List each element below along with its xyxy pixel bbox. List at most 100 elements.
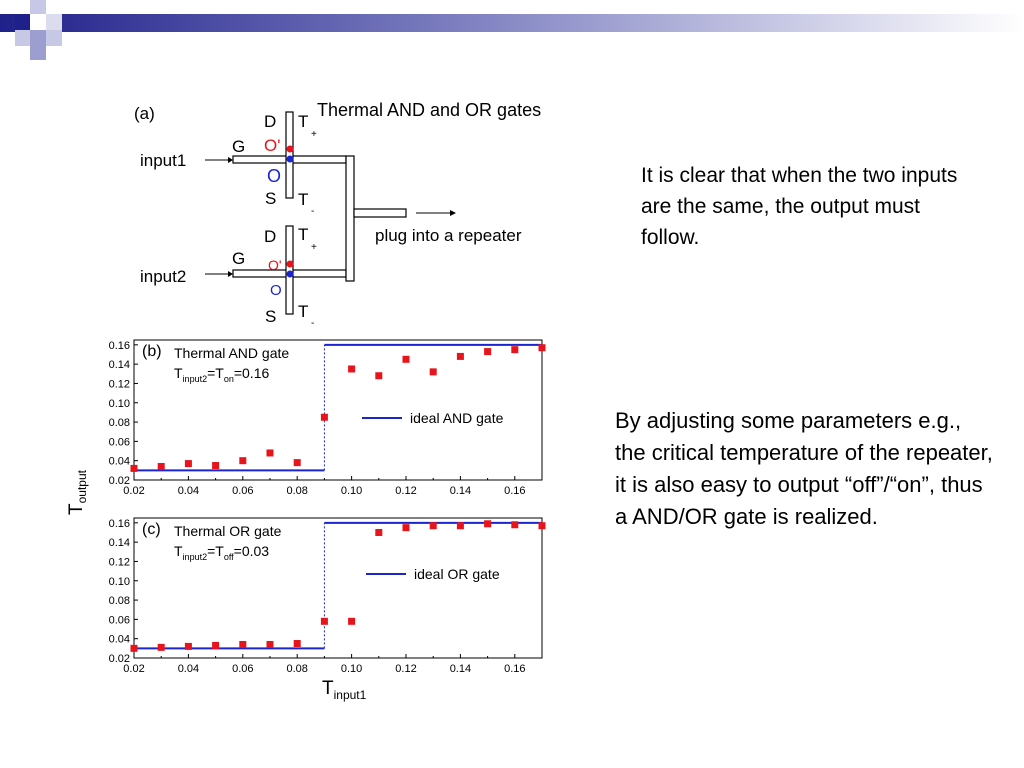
output-label: plug into a repeater [375, 226, 522, 245]
data-point [456, 522, 464, 530]
y-tick-label: 0.12 [109, 556, 130, 568]
gate-1: input1 G D O' O S T + T - [140, 111, 347, 217]
condition-label: Tinput2=Toff=0.03 [174, 543, 269, 562]
y-tick-label: 0.14 [109, 537, 130, 549]
plot-frame [133, 339, 543, 481]
data-point [538, 522, 546, 530]
charts-figure: 0.02 0.04 0.06 0.08 0.10 0.12 0.14 0.16 0.02 0.04… [66, 339, 546, 702]
y-axis-label: Toutput [66, 469, 89, 515]
data-point [130, 644, 138, 652]
gate-2-o-prime-dot [286, 260, 294, 268]
data-point [157, 462, 165, 470]
diagram-title: Thermal AND and OR gates [317, 100, 541, 120]
y-tick-label: 0.06 [109, 436, 130, 448]
gate-1-o-dot [286, 155, 294, 163]
x-tick-label: 0.04 [178, 663, 199, 675]
condition-label: Tinput2=Ton=0.16 [174, 365, 269, 384]
plot-frame [133, 517, 543, 659]
data-point [184, 642, 192, 650]
output-bar [353, 208, 407, 218]
data-point [511, 346, 519, 354]
gate-1-o-prime-dot [286, 145, 294, 153]
y-tick-label: 0.04 [109, 456, 130, 468]
chart-and-gate: 0.02 0.04 0.06 0.08 0.10 0.12 0.14 0.16 0.02 0.04… [109, 339, 546, 497]
gate-1-o-prime-label: O' [264, 136, 280, 155]
gate-1-s-label: S [265, 189, 276, 208]
gate-2-t-minus: T [298, 302, 308, 321]
data-point [266, 449, 274, 457]
gate-2-o-label: O [270, 282, 282, 299]
data-point [429, 368, 437, 376]
x-tick-label: 0.10 [341, 485, 362, 497]
gate-1-g-label: G [232, 137, 245, 156]
gate-2-g-label: G [232, 249, 245, 268]
gate-1-ds-bar [285, 111, 294, 199]
data-point [484, 520, 492, 528]
gate-2-s-label: S [265, 307, 276, 326]
gate-2-t-plus: T [298, 225, 308, 244]
gate-diagram: (a) Thermal AND and OR gates input1 G D … [134, 100, 541, 329]
gate-1-input-label: input1 [140, 151, 186, 170]
x-tick-label: 0.08 [286, 485, 307, 497]
gate-annotation: Thermal OR gate [174, 523, 282, 539]
gate-2-o-prime-label: O' [268, 257, 282, 273]
gate-2: input2 G D O' O S T + T - [140, 225, 347, 329]
panel-label: (b) [142, 343, 162, 360]
data-point [212, 641, 220, 649]
legend-label: ideal OR gate [414, 566, 500, 582]
data-point [456, 352, 464, 360]
gate-annotation: Thermal AND gate [174, 345, 289, 361]
data-point [130, 464, 138, 472]
x-tick-label: 0.06 [232, 663, 253, 675]
data-point [212, 462, 220, 470]
merge-bar [345, 155, 355, 282]
data-point [184, 460, 192, 468]
x-tick-label: 0.08 [286, 663, 307, 675]
gate-2-input-label: input2 [140, 267, 186, 286]
gate-1-minus-sign: - [311, 206, 314, 217]
data-point [402, 355, 410, 363]
y-tick-label: 0.10 [109, 398, 130, 410]
x-tick-label: 0.02 [123, 485, 144, 497]
y-tick-label: 0.08 [109, 595, 130, 607]
x-tick-label: 0.06 [232, 485, 253, 497]
gate-2-ds-bar [285, 225, 294, 315]
y-tick-label: 0.06 [109, 614, 130, 626]
data-point [239, 640, 247, 648]
gate-1-o-label: O [267, 166, 281, 186]
x-tick-label: 0.16 [504, 485, 525, 497]
data-point [402, 524, 410, 532]
data-point [320, 617, 328, 625]
y-tick-label: 0.14 [109, 359, 130, 371]
y-tick-label: 0.04 [109, 634, 130, 646]
gate-1-t-plus: T [298, 112, 308, 131]
header-decoration [0, 0, 1024, 60]
x-tick-label: 0.12 [395, 663, 416, 675]
gate-2-d-label: D [264, 227, 276, 246]
x-tick-label: 0.14 [450, 663, 471, 675]
x-axis-label: Tinput1 [322, 678, 367, 702]
data-point [266, 640, 274, 648]
data-point [157, 643, 165, 651]
gate-1-input-arrowhead [228, 157, 233, 163]
data-point [320, 413, 328, 421]
gate-2-plus-sign: + [311, 242, 317, 253]
x-tick-label: 0.14 [450, 485, 471, 497]
data-point [484, 348, 492, 356]
x-tick-label: 0.04 [178, 485, 199, 497]
data-point [375, 528, 383, 536]
data-point [348, 365, 356, 373]
paragraph-2: By adjusting some parameters e.g., the c… [615, 408, 993, 529]
y-tick-label: 0.10 [109, 576, 130, 588]
legend-label: ideal AND gate [410, 410, 504, 426]
x-tick-label: 0.12 [395, 485, 416, 497]
y-tick-label: 0.02 [109, 653, 130, 665]
output-arrowhead [450, 210, 456, 216]
data-point [239, 457, 247, 465]
gate-2-o-dot [286, 270, 294, 278]
x-tick-label: 0.02 [123, 663, 144, 675]
y-tick-label: 0.16 [109, 518, 130, 530]
data-point [429, 522, 437, 530]
data-point [293, 459, 301, 467]
y-tick-label: 0.02 [109, 475, 130, 487]
